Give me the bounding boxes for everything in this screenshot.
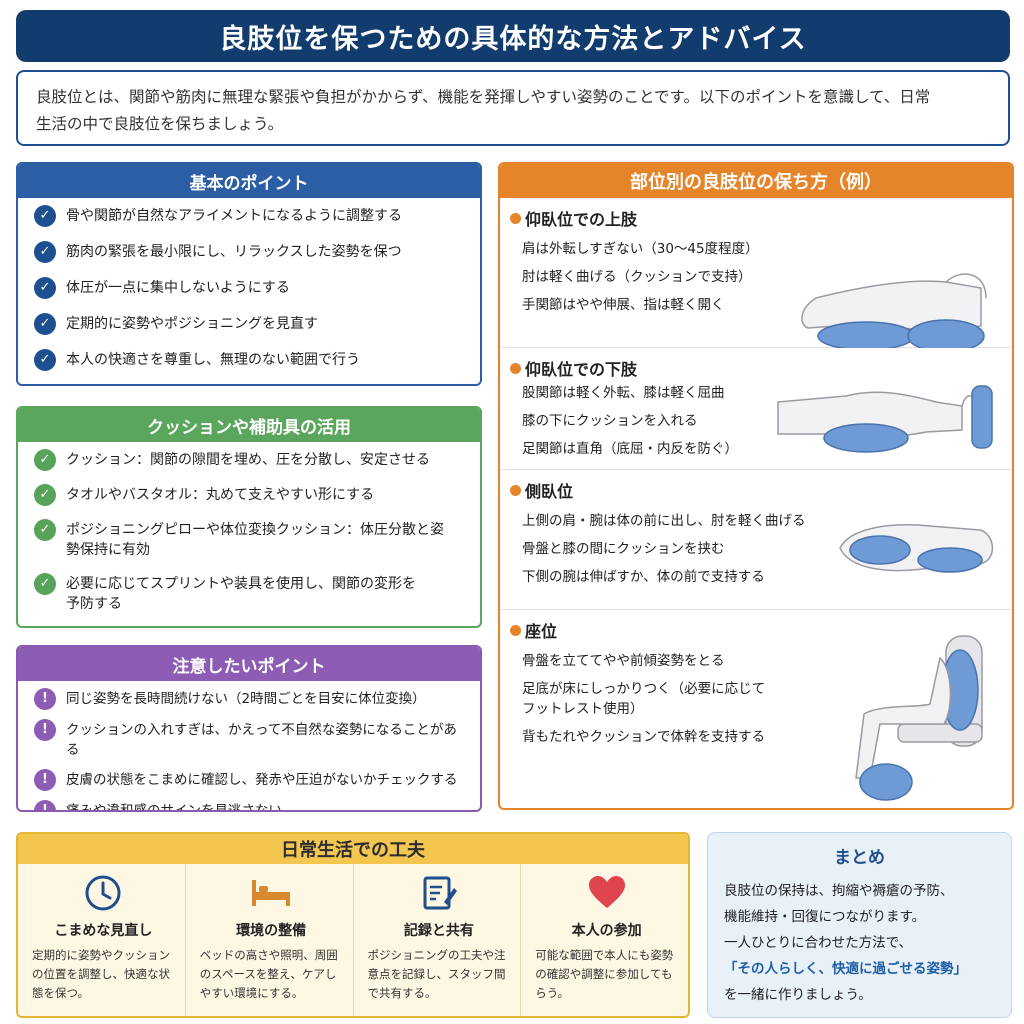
- page-title: 良肢位を保つための具体的な方法とアドバイス: [219, 23, 807, 55]
- section-heading: 側臥位: [525, 482, 574, 501]
- cushion-list: ✓クッション：関節の隙間を埋め、圧を分散し、安定させる ✓タオルやバスタオル：丸…: [18, 442, 480, 614]
- check-icon: ✓: [34, 313, 56, 335]
- clock-icon: [85, 875, 121, 911]
- list-item: !皮膚の状態をこまめに確認し、発赤や圧迫がないかチェックする: [34, 769, 466, 791]
- check-icon: ✓: [34, 277, 56, 299]
- check-icon: ✓: [34, 449, 56, 471]
- tip-item: 本人の参加 可能な範囲で本人にも姿勢の確認や調整に参加してもらう。: [520, 864, 688, 1016]
- sitting-illustration: [855, 635, 983, 801]
- notepad-icon: [423, 876, 457, 910]
- list-item: ✓定期的に姿勢やポジショニングを見直す: [34, 313, 466, 335]
- list-item: ✓骨や関節が自然なアライメントになるように調整する: [34, 205, 466, 227]
- basic-points-list: ✓骨や関節が自然なアライメントになるように調整する ✓筋肉の緊張を最小限にし、リ…: [18, 198, 480, 371]
- section-heading: 仰臥位での下肢: [525, 360, 638, 379]
- tip-item: こまめな見直し 定期的に姿勢やクッションの位置を調整し、快適な状態を保つ。: [18, 864, 185, 1016]
- bullet-dot-icon: [510, 624, 521, 636]
- cushion-card: クッションや補助具の活用 ✓クッション：関節の隙間を埋め、圧を分散し、安定させる…: [16, 406, 482, 628]
- section-heading: 座位: [525, 622, 558, 641]
- section-sitting: 座位 骨盤を立ててやや前傾姿勢をとる 足底が床にしっかりつく（必要に応じて フッ…: [500, 610, 1012, 808]
- supine-arm-illustration: [801, 273, 987, 348]
- summary-title: まとめ: [834, 848, 885, 868]
- list-item: !同じ姿勢を長時間続けない（2時間ごとを目安に体位変換）: [34, 688, 466, 710]
- bullet-dot-icon: [510, 212, 521, 224]
- list-item: ✓筋肉の緊張を最小限にし、リラックスした姿勢を保つ: [34, 241, 466, 263]
- exclamation-icon: !: [34, 719, 56, 741]
- list-item: ✓本人の快適さを尊重し、無理のない範囲で行う: [34, 349, 466, 371]
- body-parts-title: 部位別の良肢位の保ち方（例）: [500, 164, 1012, 198]
- bullet-dot-icon: [510, 484, 521, 496]
- exclamation-icon: !: [34, 800, 56, 810]
- bed-icon: [252, 880, 291, 906]
- summary-box: まとめ 良肢位の保持は、拘縮や褥瘡の予防、 機能維持・回復につながります。 一人…: [707, 832, 1012, 1018]
- side-lying-illustration: [839, 524, 994, 573]
- caution-card: 注意したいポイント !同じ姿勢を長時間続けない（2時間ごとを目安に体位変換） !…: [16, 645, 482, 812]
- list-item: ✓タオルやバスタオル：丸めて支えやすい形にする: [34, 484, 466, 506]
- list-item: ✓ポジショニングピローや体位変換クッション：体圧分散と姿勢保持に有効: [34, 519, 466, 560]
- tip-item: 環境の整備 ベッドの高さや照明、周囲のスペースを整え、ケアしやすい環境にする。: [184, 864, 353, 1016]
- supine-leg-illustration: [777, 385, 993, 453]
- intro-line-1: 良肢位とは、関節や筋肉に無理な緊張や負担がかからず、機能を発揮しやすい姿勢のこと…: [36, 88, 931, 106]
- cushion-title: クッションや補助具の活用: [18, 408, 480, 442]
- check-icon: ✓: [34, 241, 56, 263]
- body-parts-card: 部位別の良肢位の保ち方（例） 仰臥位での上肢 肩は外転しすぎない（30〜45度程…: [498, 162, 1014, 810]
- exclamation-icon: !: [34, 688, 56, 710]
- intro-line-2: 生活の中で良肢位を保ちましょう。: [36, 115, 284, 133]
- caution-list: !同じ姿勢を長時間続けない（2時間ごとを目安に体位変換） !クッションの入れすぎ…: [18, 681, 480, 810]
- daily-tips-card: 日常生活での工夫 こまめな見直し 定期的に姿勢やクッションの位置を調整し、快適な…: [16, 832, 690, 1018]
- check-icon: ✓: [34, 205, 56, 227]
- exclamation-icon: !: [34, 769, 56, 791]
- section-heading: 仰臥位での上肢: [525, 210, 638, 229]
- list-item: !痛みや違和感のサインを見逃さない: [34, 800, 466, 810]
- section-supine-lower: 仰臥位での下肢 股関節は軽く外転、膝は軽く屈曲 膝の下にクッションを入れる 足関…: [500, 348, 1012, 470]
- check-icon: ✓: [34, 573, 56, 595]
- list-item: ✓必要に応じてスプリントや装具を使用し、関節の変形を予防する: [34, 573, 466, 614]
- basic-points-card: 基本のポイント ✓骨や関節が自然なアライメントになるように調整する ✓筋肉の緊張…: [16, 162, 482, 386]
- title-banner: 良肢位を保つための具体的な方法とアドバイス: [16, 10, 1010, 62]
- intro-box: 良肢位とは、関節や筋肉に無理な緊張や負担がかからず、機能を発揮しやすい姿勢のこと…: [16, 70, 1010, 146]
- daily-tips-title: 日常生活での工夫: [18, 834, 688, 864]
- check-icon: ✓: [34, 519, 56, 541]
- summary-emphasis: 「その人らしく、快適に過ごせる姿勢」: [724, 961, 967, 977]
- check-icon: ✓: [34, 484, 56, 506]
- section-supine-upper: 仰臥位での上肢 肩は外転しすぎない（30〜45度程度） 肘は軽く曲げる（クッショ…: [500, 198, 1012, 348]
- section-side-lying: 側臥位 上側の肩・腕は体の前に出し、肘を軽く曲げる 骨盤と膝の間にクッションを挟…: [500, 470, 1012, 610]
- list-item: ✓体圧が一点に集中しないようにする: [34, 277, 466, 299]
- tip-item: 記録と共有 ポジショニングの工夫や注意点を記録し、スタッフ間で共有する。: [352, 864, 521, 1016]
- check-icon: ✓: [34, 349, 56, 371]
- basic-points-title: 基本のポイント: [18, 164, 480, 198]
- list-item: !クッションの入れすぎは、かえって不自然な姿勢になることがある: [34, 719, 466, 760]
- caution-title: 注意したいポイント: [18, 647, 480, 681]
- bullet-dot-icon: [510, 362, 521, 374]
- list-item: ✓クッション：関節の隙間を埋め、圧を分散し、安定させる: [34, 449, 466, 471]
- heart-icon: [588, 876, 625, 908]
